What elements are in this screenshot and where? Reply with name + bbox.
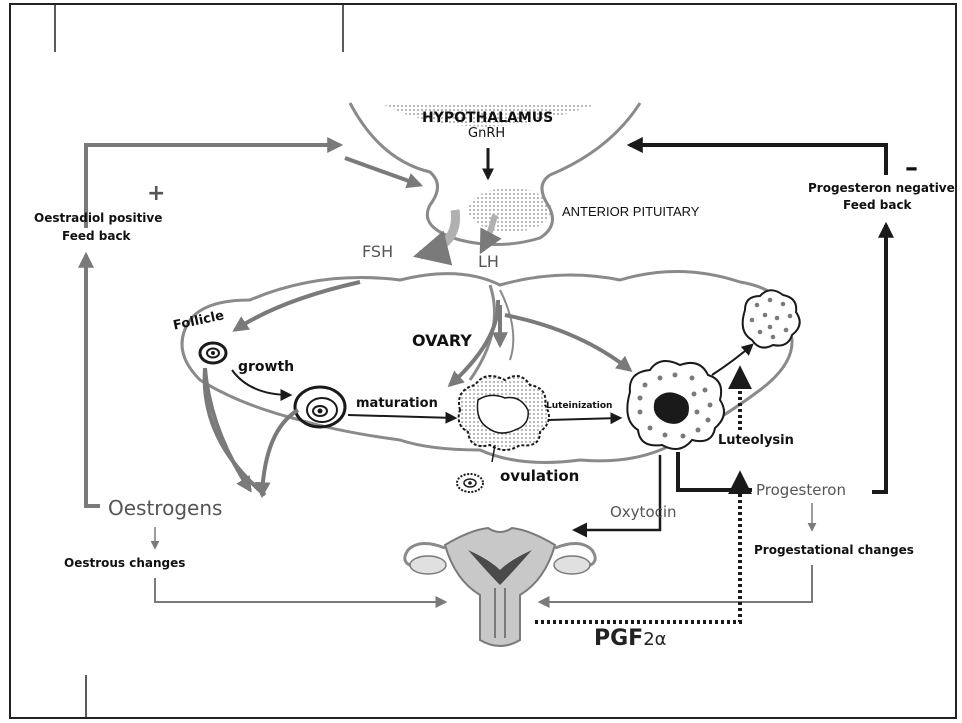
negative-sign: – (905, 155, 918, 181)
hypothalamus-label: HYPOTHALAMUS (422, 111, 553, 125)
lh-label: LH (478, 254, 499, 270)
pgf-subscript: 2α (643, 629, 666, 650)
oestrous-changes-label: Oestrous changes (64, 557, 185, 569)
maturation-arrow (348, 415, 455, 418)
fsh-arrow (420, 210, 456, 255)
ovum-icon (457, 474, 483, 492)
maturation-label: maturation (356, 397, 438, 410)
pgf-label: PGF2α (594, 628, 667, 650)
positive-sign: + (147, 183, 165, 205)
negative-feedback-top (630, 145, 886, 175)
lh-to-luteinization-arrow (505, 315, 630, 370)
fsh-to-follicle-arrow (235, 282, 360, 330)
pgf-main: PGF (594, 626, 643, 651)
fsh-label: FSH (362, 244, 393, 260)
growing-follicle-icon (295, 387, 345, 427)
growing-follicle-to-oestrogens-arrow (262, 410, 298, 495)
corpus-luteum-to-albicans-arrow (712, 345, 752, 375)
luteinization-arrow (548, 418, 620, 420)
ovulation-label: ovulation (500, 469, 579, 484)
uterus-icon (405, 528, 595, 646)
luteolysin-label: Luteolysin (718, 434, 794, 447)
corpus-luteum-icon (627, 361, 724, 449)
negative-feedback-line2: Feed back (843, 199, 912, 211)
oxytocin-label: Oxytocin (610, 505, 677, 520)
ovary-label: OVARY (412, 333, 472, 349)
oestrogens-label: Oestrogens (108, 498, 222, 518)
positive-feedback-line2: Feed back (62, 230, 131, 242)
progesteron-label: Progesteron (756, 483, 846, 498)
growth-label: growth (238, 360, 294, 374)
positive-feedback-to-pituitary (345, 158, 420, 185)
progestational-changes-label: Progestational changes (754, 544, 914, 556)
corpus-albicans-icon (743, 290, 800, 347)
anterior-pituitary-label: ANTERIOR PITUITARY (562, 205, 699, 218)
follicle-icon (200, 343, 226, 363)
gnrh-label: GnRH (468, 127, 505, 140)
negative-feedback-line1: Progesteron negative (808, 182, 955, 194)
luteinization-label: Luteinization (546, 402, 612, 411)
positive-feedback-line1: Oestradiol positive (34, 212, 162, 224)
negative-feedback-loop (872, 225, 886, 492)
positive-feedback-loop (86, 255, 100, 506)
oestrous-to-uterus-arrow (155, 578, 445, 602)
pgf-dotted-line (535, 475, 740, 622)
ruptured-follicle-icon (459, 376, 549, 450)
